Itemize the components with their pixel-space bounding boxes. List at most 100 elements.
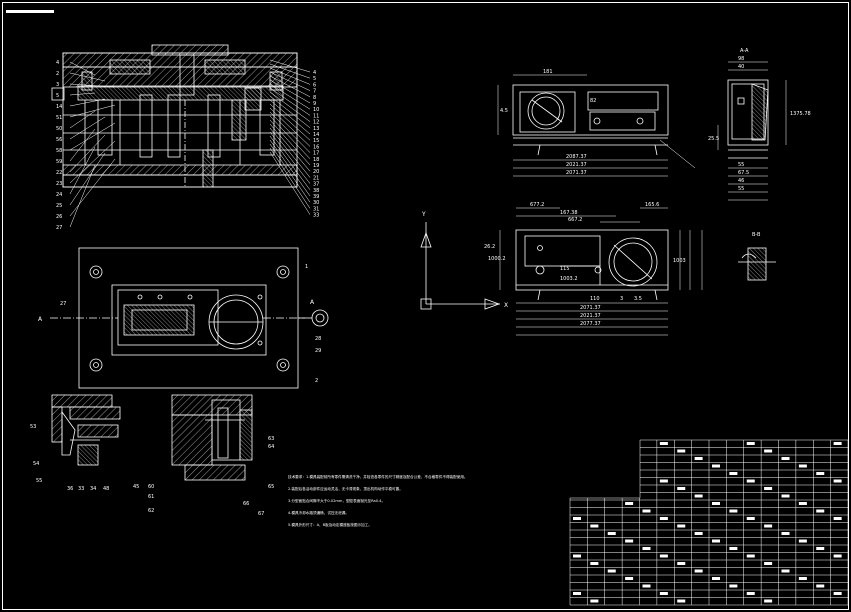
table-cell-text (816, 584, 825, 588)
callout-number: 48 (103, 486, 109, 492)
plan-view (50, 247, 329, 389)
table-cell-text (677, 524, 686, 528)
table-cell-text (590, 524, 599, 528)
callout-leader (269, 139, 311, 197)
table-cell-text (816, 547, 825, 550)
callout-number: 14 (56, 104, 62, 110)
table-cell-text (677, 562, 686, 565)
callout-number: 67 (258, 511, 264, 517)
table-cell-text (798, 464, 807, 468)
callout-number: 61 (148, 494, 154, 500)
table-cell-text (573, 554, 581, 558)
table-cell-text (746, 554, 755, 558)
front-view (515, 229, 669, 301)
callout-leader (69, 134, 106, 173)
dimension-label: 25.5 (708, 136, 719, 142)
table-cell-text (746, 479, 755, 483)
callout-number: 66 (243, 501, 249, 507)
dimension-label: 4.5 (500, 108, 508, 114)
callout-leader (69, 158, 116, 217)
small-detail-view (738, 247, 776, 281)
dimension-label: 98 (738, 56, 744, 62)
callout-number: 36 (67, 486, 73, 492)
callout-leader (269, 95, 311, 128)
callout-leader (69, 116, 106, 140)
table-cell-text (694, 457, 703, 460)
dimension-label: 1003.2 (560, 276, 578, 282)
callout-leader (69, 164, 96, 228)
callout-number: 1 (305, 264, 308, 270)
main-section-view (51, 44, 298, 188)
callout-leader (69, 110, 96, 129)
callout-number: 9 (313, 101, 316, 107)
table-cell-text (694, 569, 703, 573)
callout-number: 54 (33, 461, 39, 467)
side-view-dims (717, 61, 787, 201)
technical-notes: 技术要求：1.模具装配前所有零件需清洗干净，并检查各零件的尺寸精度及配合公差，不… (288, 474, 468, 527)
callout-number: 59 (56, 159, 62, 165)
callout-leader (269, 123, 311, 172)
dimension-label: 1000.2 (488, 256, 506, 262)
table-cell-text (764, 449, 773, 453)
callout-number: 22 (56, 170, 62, 176)
table-cell-text (764, 487, 773, 490)
ucs-axis-icon (420, 222, 501, 310)
table-cell-text (816, 509, 825, 513)
callout-leader (269, 115, 311, 159)
dimension-label: 26.2 (484, 244, 495, 250)
dimension-label: 46 (738, 178, 744, 184)
callout-leader (69, 98, 106, 107)
dimension-label: 3 (620, 296, 623, 302)
callout-number: 21 (313, 175, 319, 181)
axis-label-y: Y (421, 211, 426, 218)
section-mark-left: A (38, 316, 43, 323)
table-cell-text (659, 592, 668, 595)
callout-leader (69, 83, 116, 88)
callout-number: 55 (36, 478, 42, 484)
callout-leader (269, 99, 311, 135)
callout-number: 64 (268, 444, 274, 450)
callout-number: 27 (60, 301, 66, 307)
table-cell-text (677, 487, 686, 490)
dimension-label: 67.5 (738, 170, 749, 176)
callout-number: 39 (313, 194, 319, 200)
callout-number: 3 (56, 82, 59, 88)
dimension-label: 677.2 (530, 202, 544, 208)
section-title-top: A-A (740, 48, 749, 54)
axis-label-x: X (504, 302, 508, 309)
callout-number: 50 (56, 126, 62, 132)
table-cell-text (659, 442, 668, 445)
table-cell-text (625, 577, 634, 580)
main-leaders (69, 59, 311, 228)
dimension-label: 2071.37 (566, 170, 587, 176)
callout-number: 11 (313, 113, 319, 119)
table-cell-text (833, 554, 842, 558)
callout-leader (69, 104, 116, 118)
callout-leader (69, 146, 96, 195)
dimension-label: 167.38 (560, 210, 578, 216)
callout-number: 4 (313, 70, 316, 76)
dimension-label: 2021.37 (566, 162, 587, 168)
dimension-labels: 1812087.372021.372071.374.582677.2167.38… (484, 56, 811, 327)
callout-number: 2 (56, 71, 59, 77)
table-cell-text (764, 599, 773, 603)
callout-number: 30 (313, 200, 319, 206)
dimension-label: 667.2 (568, 217, 582, 223)
table-cell-text (833, 592, 842, 595)
drawing-corner-mark (6, 10, 54, 13)
callout-leader (69, 72, 106, 82)
table-cell-text (764, 524, 773, 528)
table-cell-text (798, 539, 807, 543)
table-cell-text (798, 502, 807, 505)
table-cell-text (607, 569, 616, 573)
dimension-label: 165.6 (645, 202, 659, 208)
dimension-label: 82 (590, 98, 596, 104)
table-cell-text (833, 479, 842, 483)
table-cell-text (642, 509, 651, 513)
dimension-label: 3.5 (634, 296, 642, 302)
callout-number: 56 (56, 137, 62, 143)
table-cell-text (746, 517, 755, 520)
table-cell-text (573, 592, 581, 595)
callout-leader (269, 63, 311, 79)
